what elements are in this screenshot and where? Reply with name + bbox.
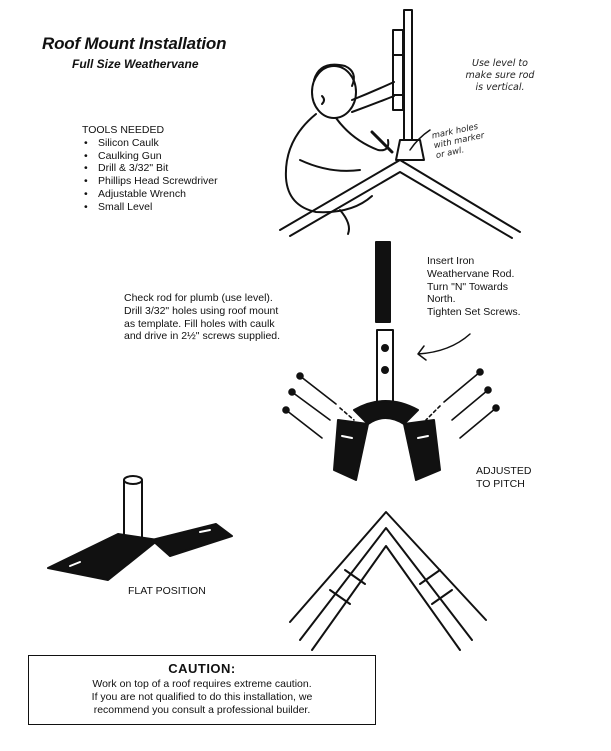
tool-item: Silicon Caulk [92, 137, 218, 150]
flat-mount-illustration [48, 476, 232, 580]
insert-rod-instructions: Insert Iron Weathervane Rod. Turn "N" To… [427, 255, 562, 319]
screws-right [426, 369, 499, 438]
tool-item: Caulking Gun [92, 150, 218, 163]
roof-peak-illustration [290, 512, 486, 650]
page-title: Roof Mount Installation [42, 34, 226, 54]
adjusted-mount-illustration [334, 401, 440, 480]
tools-heading: TOOLS NEEDED [82, 124, 218, 137]
caution-box: CAUTION: Work on top of a roof requires … [28, 655, 376, 725]
tools-needed-list: TOOLS NEEDED Silicon Caulk Caulking Gun … [82, 124, 218, 214]
tool-item: Phillips Head Screwdriver [92, 175, 218, 188]
caution-heading: CAUTION: [29, 661, 375, 676]
flat-position-label: FLAT POSITION [128, 585, 206, 597]
caution-body: Work on top of a roof requires extreme c… [29, 678, 375, 717]
check-plumb-instructions: Check rod for plumb (use level). Drill 3… [124, 292, 324, 343]
level-note: Use level to make sure rod is vertical. [445, 58, 555, 94]
tool-item: Small Level [92, 201, 218, 214]
tool-item: Adjustable Wrench [92, 188, 218, 201]
page-subtitle: Full Size Weathervane [72, 57, 199, 71]
tool-item: Drill & 3/32" Bit [92, 162, 218, 175]
adjusted-to-pitch-label: ADJUSTED TO PITCH [476, 465, 566, 491]
